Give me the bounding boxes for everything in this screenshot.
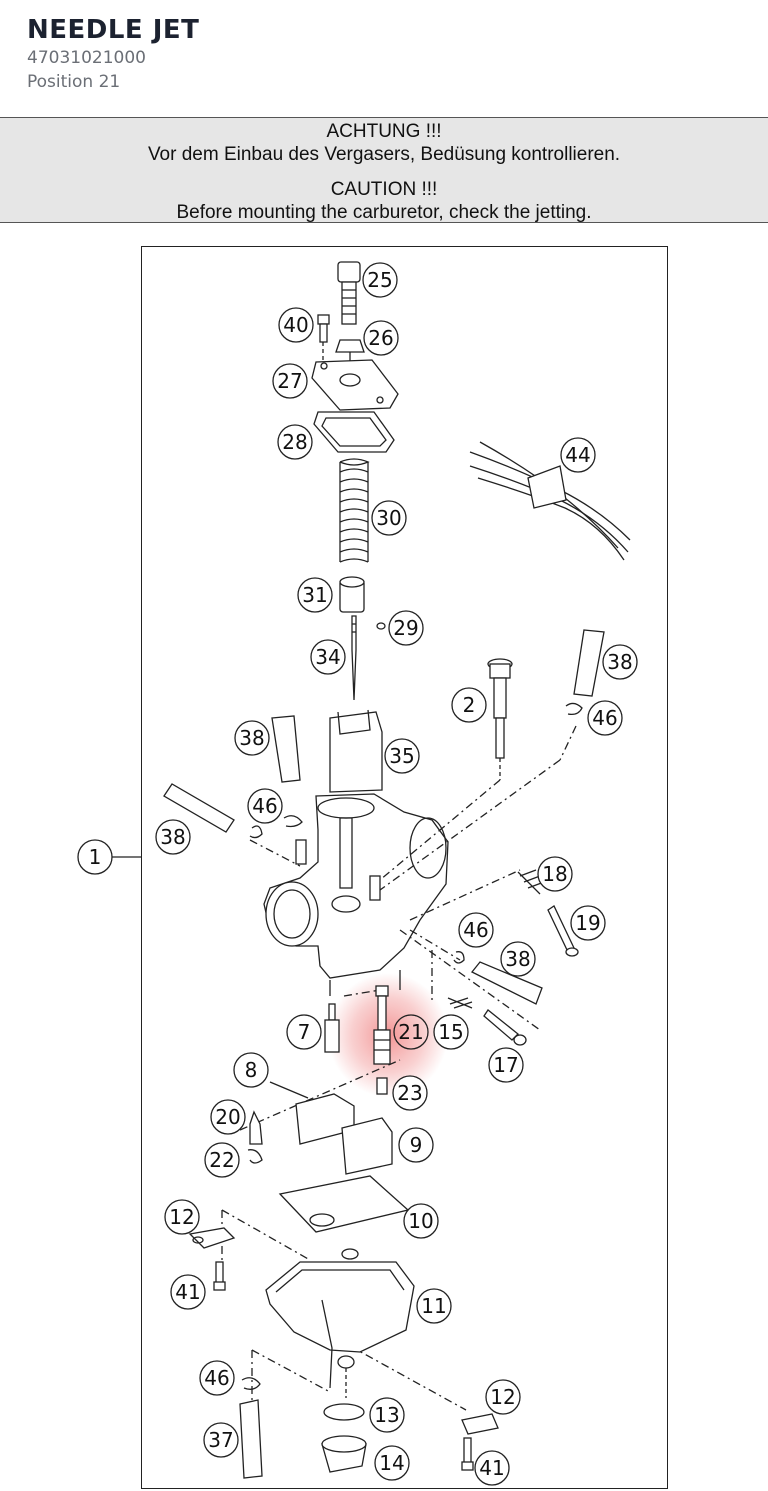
svg-text:23: 23 [397, 1081, 422, 1105]
callout-9[interactable]: 9 [398, 1127, 434, 1163]
callout-27[interactable]: 27 [272, 363, 308, 399]
caution-text-de: Vor dem Einbau des Vergasers, Bedüsung k… [147, 144, 621, 165]
callout-13[interactable]: 13 [369, 1397, 405, 1433]
callout-37[interactable]: 37 [203, 1422, 239, 1458]
svg-text:34: 34 [315, 645, 340, 669]
callout-14[interactable]: 14 [374, 1445, 410, 1481]
svg-text:28: 28 [282, 430, 307, 454]
callout-46-d[interactable]: 46 [199, 1360, 235, 1396]
callout-35[interactable]: 35 [384, 738, 420, 774]
callout-46-b[interactable]: 46 [247, 788, 283, 824]
caution-heading-en: CAUTION !!! [330, 179, 438, 200]
callout-2[interactable]: 2 [451, 687, 487, 723]
callout-38-b[interactable]: 38 [234, 720, 270, 756]
svg-text:30: 30 [376, 506, 401, 530]
svg-text:12: 12 [169, 1205, 194, 1229]
callout-7[interactable]: 7 [286, 1014, 322, 1050]
callout-26[interactable]: 26 [363, 320, 399, 356]
svg-text:11: 11 [421, 1294, 446, 1318]
callout-44[interactable]: 44 [560, 437, 596, 473]
svg-text:21: 21 [398, 1020, 423, 1044]
part-position: Position 21 [27, 72, 121, 92]
svg-text:46: 46 [204, 1366, 229, 1390]
svg-text:15: 15 [438, 1020, 463, 1044]
svg-text:20: 20 [215, 1105, 240, 1129]
svg-text:40: 40 [283, 313, 308, 337]
svg-text:1: 1 [89, 845, 102, 869]
callout-22[interactable]: 22 [204, 1142, 240, 1178]
callout-18[interactable]: 18 [537, 856, 573, 892]
svg-text:25: 25 [367, 268, 392, 292]
svg-text:35: 35 [389, 744, 414, 768]
callout-12-a[interactable]: 12 [164, 1199, 200, 1235]
svg-text:27: 27 [277, 369, 302, 393]
callout-29[interactable]: 29 [388, 610, 424, 646]
callout-11[interactable]: 11 [416, 1288, 452, 1324]
callout-40[interactable]: 40 [278, 307, 314, 343]
callout-1[interactable]: 1 [77, 839, 113, 875]
svg-text:2: 2 [463, 693, 476, 717]
callout-41-a[interactable]: 41 [170, 1274, 206, 1310]
svg-text:44: 44 [565, 443, 590, 467]
callout-46-a[interactable]: 46 [587, 700, 623, 736]
svg-text:17: 17 [493, 1053, 518, 1077]
svg-text:38: 38 [239, 726, 264, 750]
part-drawings [112, 261, 631, 1479]
svg-text:7: 7 [298, 1020, 311, 1044]
svg-text:8: 8 [245, 1058, 258, 1082]
callout-12-b[interactable]: 12 [485, 1379, 521, 1415]
svg-text:37: 37 [208, 1428, 233, 1452]
callout-30[interactable]: 30 [371, 500, 407, 536]
part-title: NEEDLE JET [27, 15, 200, 45]
callout-8[interactable]: 8 [233, 1052, 269, 1088]
callout-46-c[interactable]: 46 [458, 912, 494, 948]
diagram-frame [141, 246, 668, 1489]
callout-28[interactable]: 28 [277, 424, 313, 460]
callout-23[interactable]: 23 [392, 1075, 428, 1111]
callout-10[interactable]: 10 [403, 1203, 439, 1239]
svg-text:29: 29 [393, 616, 418, 640]
caution-text-en: Before mounting the carburetor, check th… [176, 202, 592, 223]
svg-text:41: 41 [175, 1280, 200, 1304]
svg-text:19: 19 [575, 911, 600, 935]
svg-text:22: 22 [209, 1148, 234, 1172]
svg-text:38: 38 [607, 650, 632, 674]
part-number: 47031021000 [27, 48, 146, 68]
svg-text:13: 13 [374, 1403, 399, 1427]
svg-text:12: 12 [490, 1385, 515, 1409]
svg-text:26: 26 [368, 326, 393, 350]
svg-text:14: 14 [379, 1451, 404, 1475]
svg-text:41: 41 [479, 1456, 504, 1480]
svg-text:46: 46 [463, 918, 488, 942]
svg-text:38: 38 [160, 825, 185, 849]
svg-text:31: 31 [302, 583, 327, 607]
caution-heading-de: ACHTUNG !!! [326, 121, 442, 142]
callout-31[interactable]: 31 [297, 577, 333, 613]
svg-text:9: 9 [410, 1133, 423, 1157]
callout-21-highlighted[interactable]: 21 [393, 1014, 429, 1050]
callout-17[interactable]: 17 [488, 1047, 524, 1083]
callout-19[interactable]: 19 [570, 905, 606, 941]
callout-38-c[interactable]: 38 [155, 819, 191, 855]
svg-text:10: 10 [408, 1209, 433, 1233]
callout-25[interactable]: 25 [362, 262, 398, 298]
callout-15[interactable]: 15 [433, 1014, 469, 1050]
callout-41-b[interactable]: 41 [474, 1450, 510, 1486]
svg-text:46: 46 [252, 794, 277, 818]
svg-text:18: 18 [542, 862, 567, 886]
callout-20[interactable]: 20 [210, 1099, 246, 1135]
callout-labels: 25 40 26 27 28 44 30 31 29 34 38 2 46 38… [77, 262, 638, 1486]
callout-34[interactable]: 34 [310, 639, 346, 675]
caution-banner: ACHTUNG !!! Vor dem Einbau des Vergasers… [0, 117, 768, 223]
svg-text:38: 38 [505, 947, 530, 971]
svg-text:46: 46 [592, 706, 617, 730]
callout-38-d[interactable]: 38 [500, 941, 536, 977]
part-header: NEEDLE JET 47031021000 Position 21 [27, 14, 199, 94]
callout-38-a[interactable]: 38 [602, 644, 638, 680]
